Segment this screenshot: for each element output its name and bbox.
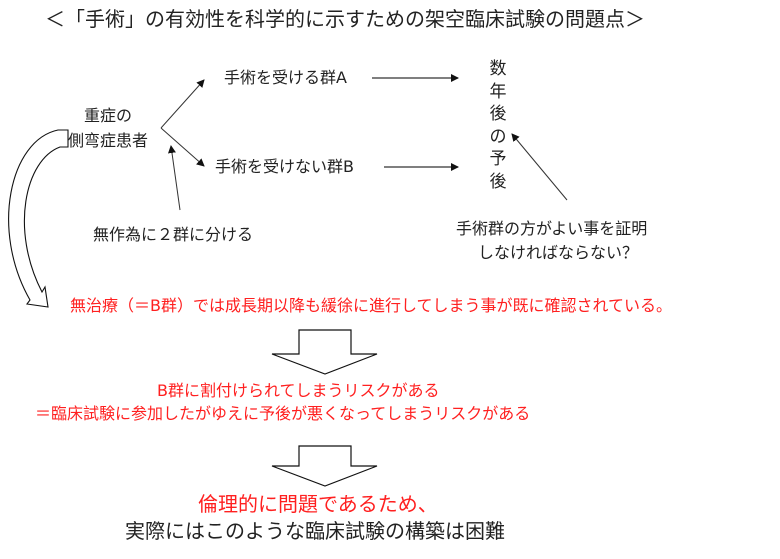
group-b-label: 手術を受けない群B [215, 157, 354, 176]
arrow-to-group-b [160, 127, 205, 167]
arrow-to-group-a [160, 79, 205, 129]
randomize-label: 無作為に２群に分ける [93, 225, 254, 244]
conclusion-line-1: 倫理的に問題であるため、 [198, 492, 438, 516]
prognosis-vertical-label: 数年後の予後 [489, 59, 507, 192]
patients-line-1: 重症の [84, 106, 133, 125]
group-a-label: 手術を受ける群A [224, 68, 347, 87]
arrow-randomize [168, 145, 181, 211]
down-block-arrow-1 [271, 329, 378, 375]
curved-arrow [8, 129, 69, 308]
prove-line-1: 手術群の方がよい事を証明 [456, 219, 648, 238]
down-block-arrow-2 [271, 445, 378, 487]
arrow-prove [511, 133, 568, 201]
conclusion-line-2: 実際にはこのような臨床試験の構築は困難 [125, 519, 505, 543]
patients-line-2: 側弯症患者 [68, 131, 149, 150]
prove-line-2: しなければならない？ [478, 243, 639, 262]
risk-line-1: B群に割付けられてしまうリスクがある [157, 381, 440, 400]
risk-line-2: ＝臨床試験に参加したがゆえに予後が悪くなってしまうリスクがある [35, 404, 531, 423]
fact-statement: 無治療（＝B群）では成長期以降も緩徐に進行してしまう事が既に確認されている。 [70, 296, 673, 315]
page-title: ＜「手術」の有効性を科学的に示すための架空臨床試験の問題点＞ [45, 7, 645, 31]
